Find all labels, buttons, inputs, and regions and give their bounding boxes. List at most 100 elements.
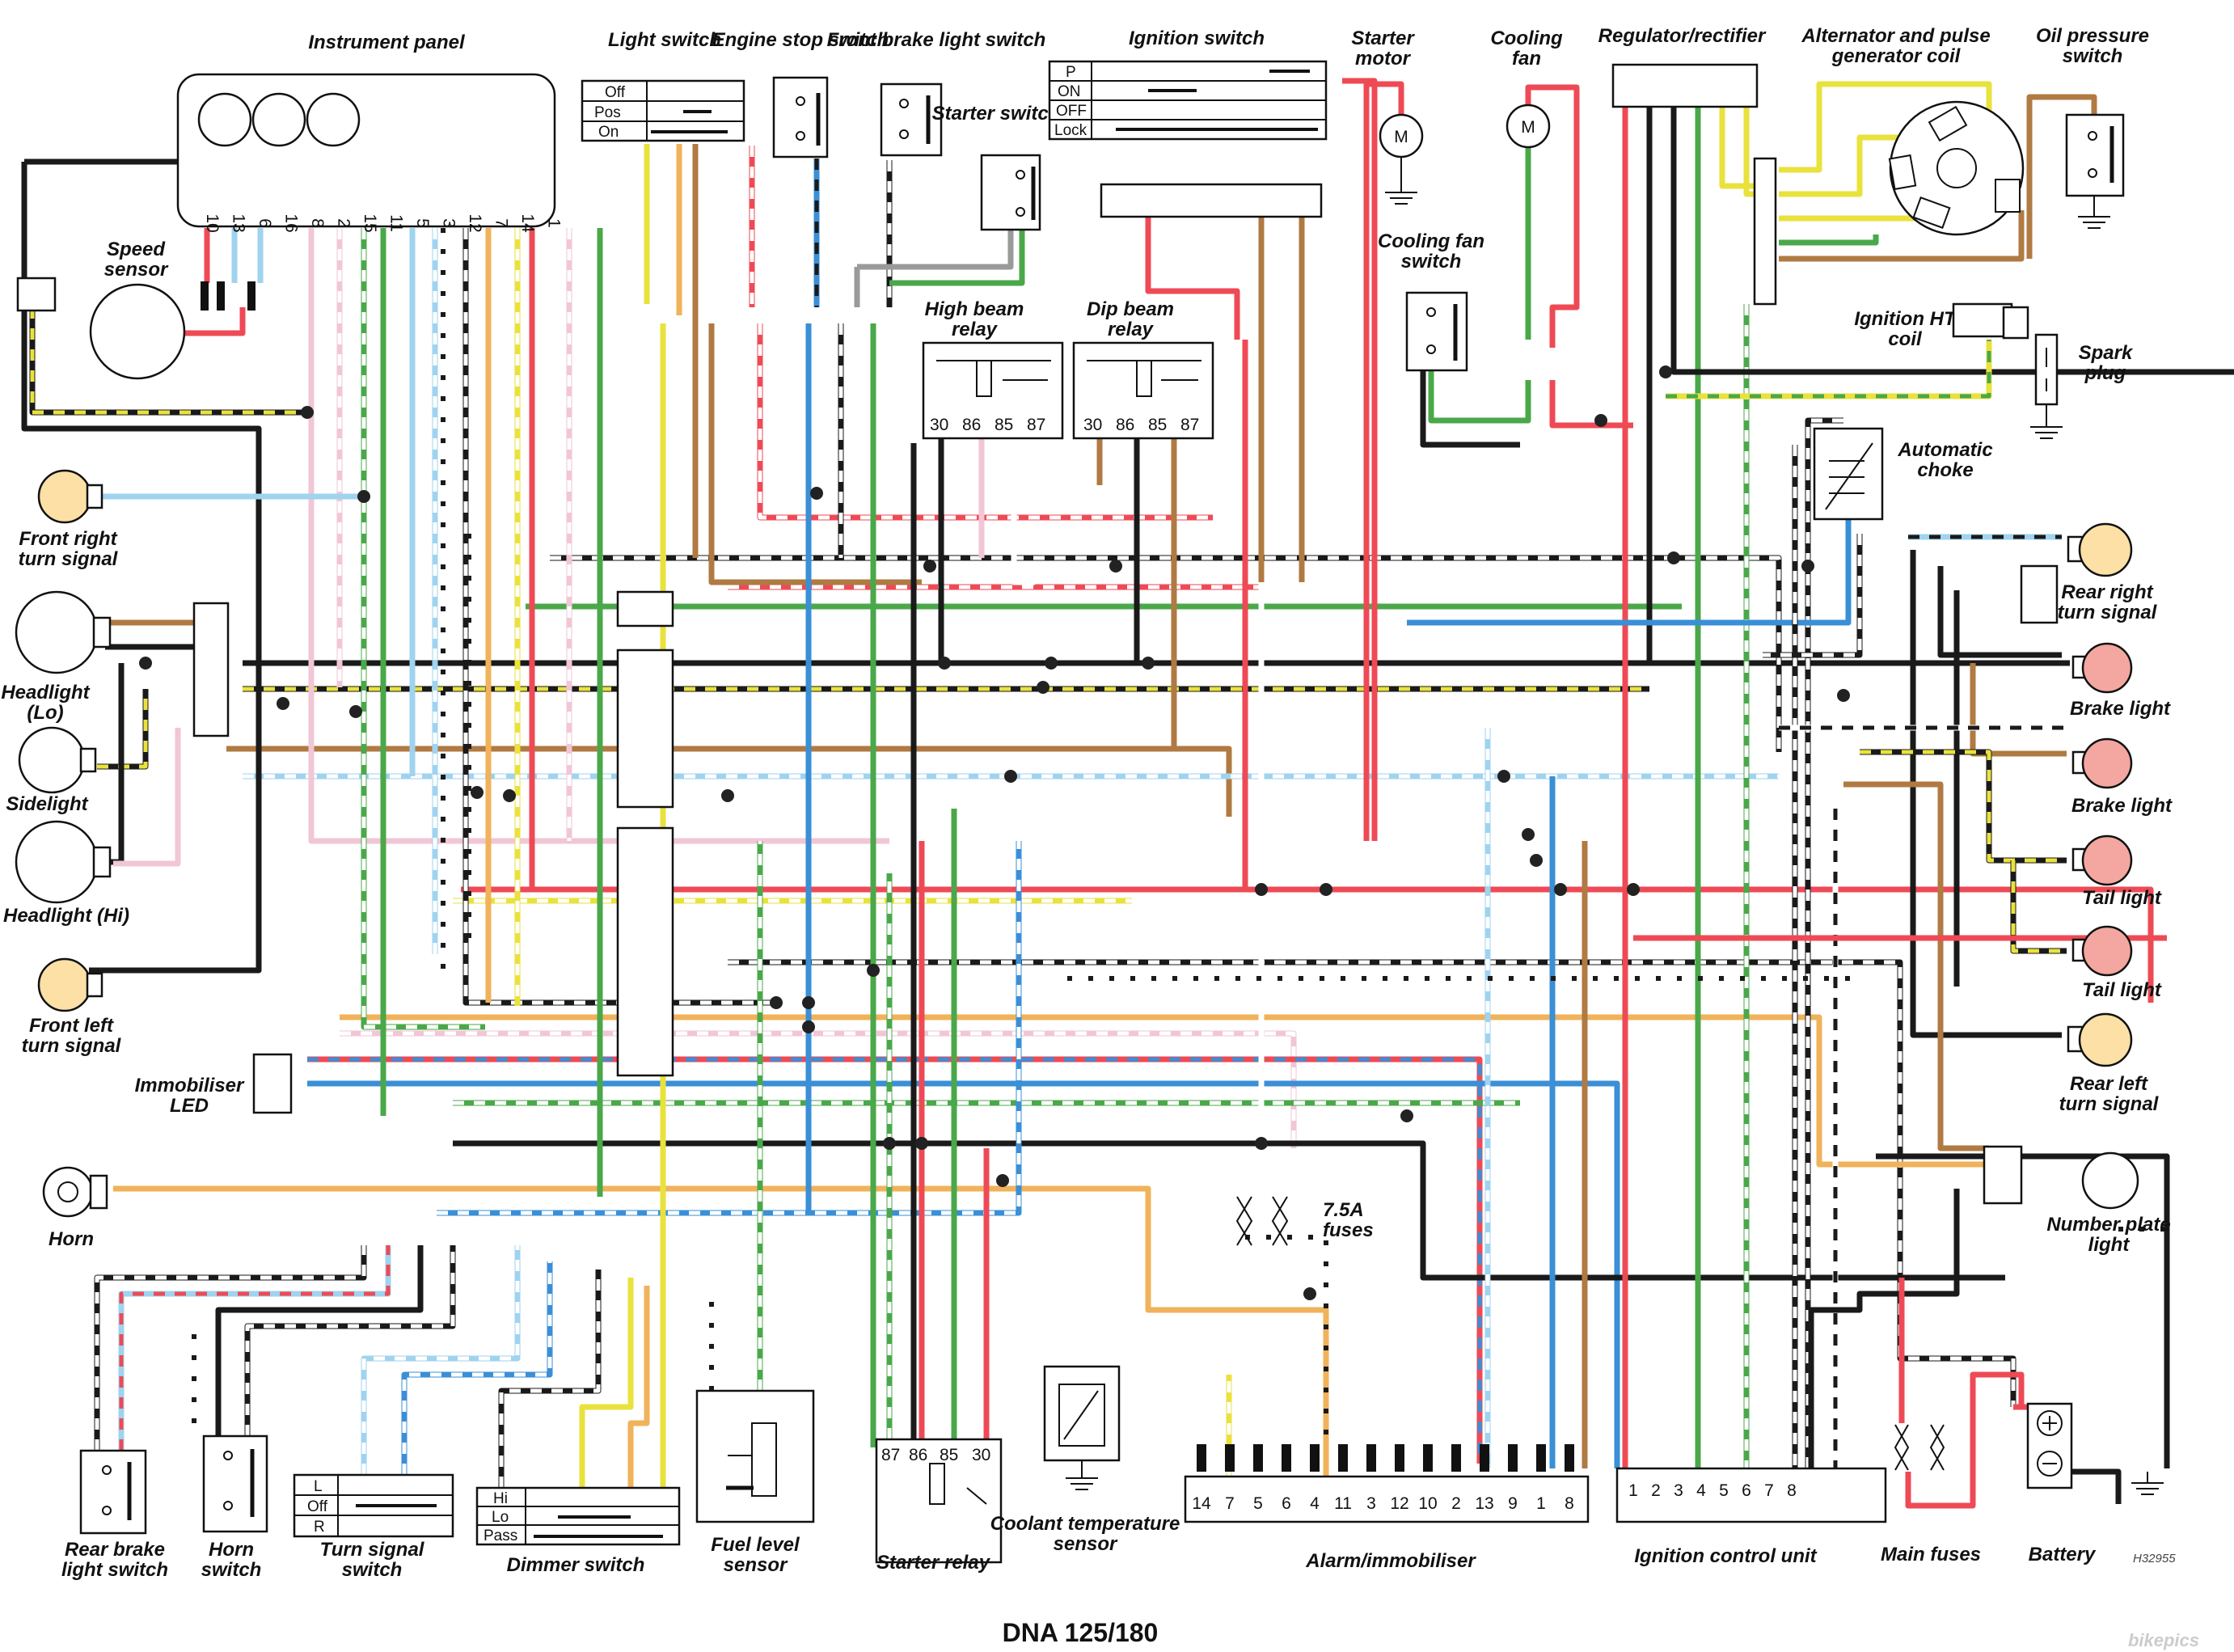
- front-brake-light-switch: Front brake light switch: [827, 29, 1045, 157]
- connector-pin: [1282, 1444, 1291, 1472]
- harness-connector: [616, 649, 674, 809]
- pin-number: 5: [1253, 1494, 1263, 1513]
- ignition-position-label: OFF: [1056, 103, 1087, 120]
- pin-number: 11: [1334, 1494, 1352, 1513]
- sidelight-label: Sidelight: [6, 793, 88, 815]
- wire: [340, 1030, 1297, 1148]
- pin-number: 14: [1192, 1494, 1211, 1513]
- wire-tracer: [340, 1031, 1296, 1148]
- wire-junction: [1530, 854, 1543, 867]
- wire: [1245, 1235, 1328, 1447]
- connector-pin: [1366, 1444, 1376, 1472]
- pin-number: 7: [1225, 1494, 1235, 1513]
- tail-light-1: Tail light: [2071, 834, 2162, 909]
- connector-pin: [1508, 1444, 1518, 1472]
- wire-junction: [1554, 883, 1567, 896]
- ignition-switch-label: Ignition switch: [1129, 27, 1265, 49]
- pin-number: 12: [466, 213, 484, 232]
- wire: [1549, 380, 1633, 429]
- wire-junction: [1037, 681, 1049, 694]
- wire: [401, 1261, 553, 1475]
- wire: [162, 307, 246, 336]
- wire-tracer: [463, 228, 776, 1005]
- ignition-position-label: Lock: [1054, 122, 1087, 139]
- headlight-lo-label: Headlight(Lo): [1, 682, 90, 724]
- lamp-icon: [2081, 834, 2133, 886]
- lamp-icon: [15, 820, 99, 904]
- pin-number: 4: [1310, 1494, 1320, 1513]
- relay-terminal-30: 30: [930, 416, 948, 434]
- wire: [1407, 519, 1852, 626]
- wire: [857, 230, 1014, 270]
- pin-number: 2: [335, 218, 353, 228]
- lamp-icon: [2081, 1151, 2139, 1210]
- wire: [1763, 534, 1863, 658]
- pin-number: 6: [255, 218, 274, 228]
- lamp-icon: [18, 726, 86, 794]
- wire: [1779, 134, 1900, 197]
- wire: [437, 841, 1022, 1216]
- wire-junction: [277, 697, 289, 710]
- wire-tracer: [402, 1261, 552, 1475]
- tail-light-label: Tail light: [2082, 887, 2162, 909]
- wire: [1525, 84, 1580, 348]
- alarm-label: Alarm/immobiliser: [1305, 1550, 1476, 1572]
- brake-light-1: Brake light: [2070, 642, 2171, 720]
- wire-junction: [1400, 1109, 1413, 1122]
- wire-tracer: [95, 1245, 366, 1451]
- wire: [1666, 340, 1992, 399]
- watermark: bikepics: [2128, 1630, 2199, 1650]
- wire: [1342, 78, 1378, 841]
- wire-junction: [1659, 365, 1672, 378]
- pin-number: 15: [361, 213, 379, 232]
- lamp-icon: [15, 590, 99, 674]
- wire: [1145, 217, 1240, 340]
- wire-junction: [301, 406, 314, 419]
- motor-symbol: M: [1394, 128, 1408, 146]
- wire-junction: [471, 786, 484, 799]
- relay-terminal-85: 85: [1148, 416, 1167, 434]
- rear-connector: [2020, 564, 2059, 624]
- fan-motor-icon: [1506, 104, 1551, 149]
- wire: [1428, 370, 1531, 424]
- warning-lamp-icon: [197, 92, 252, 147]
- switch-position-label: Pass: [484, 1527, 517, 1544]
- wire: [627, 1286, 650, 1488]
- pin-number: 1: [1628, 1481, 1638, 1500]
- pin-number: 11: [387, 214, 406, 232]
- wire: [2026, 94, 2097, 259]
- pin-number: 6: [1742, 1481, 1751, 1500]
- switch-position-label: Lo: [492, 1509, 509, 1526]
- harness-connector: [616, 590, 674, 627]
- switch-position-label: On: [598, 124, 619, 141]
- wire-junction: [1837, 689, 1850, 702]
- lamp-icon: [2078, 1012, 2133, 1067]
- wire-junction: [996, 1174, 1009, 1187]
- wire: [24, 158, 197, 186]
- ignition-position-label: P: [1066, 64, 1076, 81]
- connector-pin: [1451, 1444, 1461, 1472]
- wire-junction: [1497, 770, 1510, 783]
- pin-number: 7: [492, 218, 511, 228]
- relay-terminal-87: 87: [1180, 416, 1199, 434]
- pin-number: 14: [518, 213, 537, 233]
- battery: Battery: [2026, 1402, 2164, 1565]
- wire: [2070, 1468, 2122, 1504]
- harness-connector: [616, 826, 674, 1077]
- pin-number: 16: [282, 213, 301, 232]
- wire-tracer: [119, 1245, 391, 1451]
